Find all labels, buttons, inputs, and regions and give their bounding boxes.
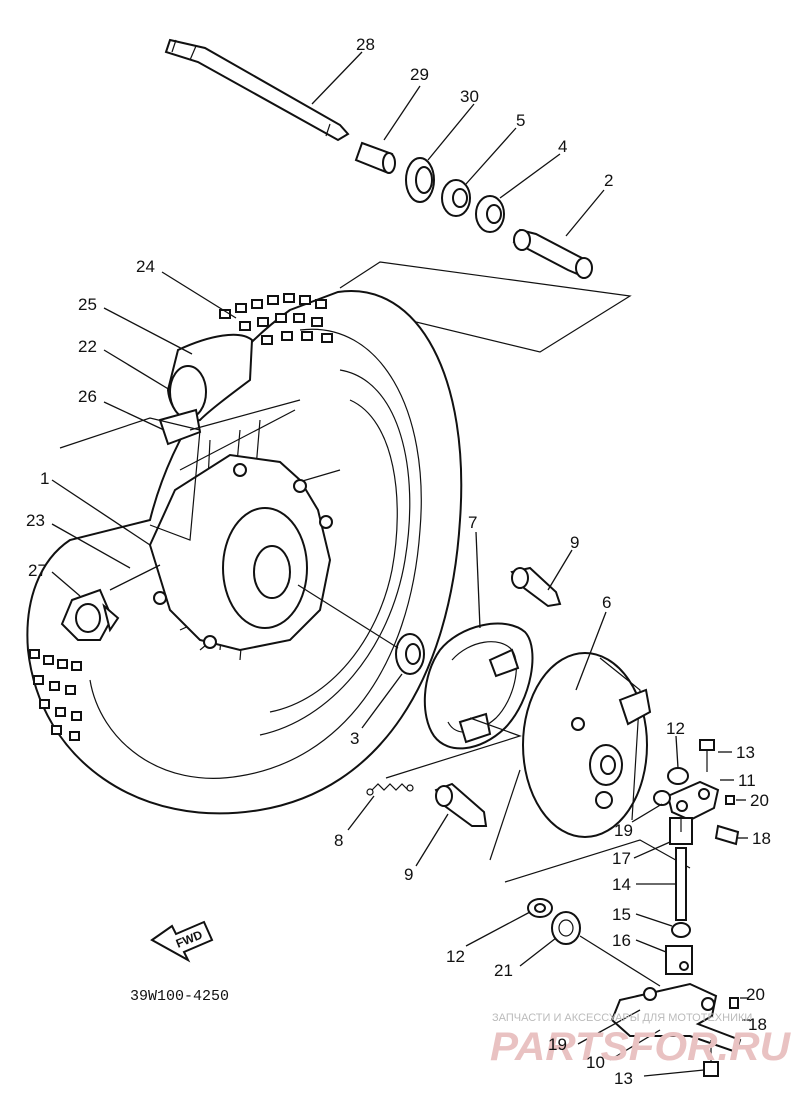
- callout-23: 23: [26, 511, 45, 530]
- tread-left: [29, 649, 82, 741]
- callout-14: 14: [612, 875, 631, 894]
- callout-20-bottom: 20: [746, 985, 765, 1004]
- assembly-bracket-top: [339, 261, 632, 353]
- pin-20b: [729, 997, 739, 1009]
- brake-lever: [610, 982, 742, 1054]
- callout-20-top: 20: [750, 791, 769, 810]
- spring: [366, 783, 414, 796]
- hub: [148, 453, 333, 652]
- tread-top: [219, 293, 333, 345]
- callout-18-bottom: 18: [748, 1015, 767, 1034]
- callout-4: 4: [558, 137, 567, 156]
- nut-15: [671, 922, 691, 938]
- camshaft-bottom: [434, 782, 488, 827]
- axle: [164, 38, 350, 142]
- callout-7: 7: [468, 513, 477, 532]
- callout-30: 30: [460, 87, 479, 106]
- callout-5: 5: [516, 111, 525, 130]
- assembly-bracket-left: [59, 417, 201, 541]
- callout-19-bottom: 19: [548, 1035, 567, 1054]
- washer-19a: [653, 790, 671, 806]
- bolt-18a: [714, 824, 740, 846]
- callout-19-top: 19: [614, 821, 633, 840]
- bearing-5: [441, 179, 471, 217]
- callout-labels: 28 29 30 5 4 2 24 25 22 26 1 23 27 7 9 6…: [26, 35, 771, 1088]
- bearing-4: [475, 195, 505, 233]
- callout-10: 10: [586, 1053, 605, 1072]
- callout-1: 1: [40, 469, 49, 488]
- callout-13-top: 13: [736, 743, 755, 762]
- oil-seal: [405, 157, 435, 203]
- callout-16: 16: [612, 931, 631, 950]
- watermark-caption: ЗАПЧАСТИ И АКСЕССУАРЫ ДЛЯ МОТОТЕХНИКИ: [492, 1012, 752, 1024]
- callout-28: 28: [356, 35, 375, 54]
- fwd-arrow-icon: FWD: [150, 920, 214, 963]
- callout-3: 3: [350, 729, 359, 748]
- callout-2: 2: [604, 171, 613, 190]
- bolt-13a: [699, 739, 715, 772]
- pin-20a: [725, 795, 735, 805]
- diagram-code: 39W100-4250: [130, 988, 229, 1005]
- callout-12-bottom: 12: [446, 947, 465, 966]
- joint-17: [669, 817, 693, 845]
- valve-stem: [109, 564, 161, 591]
- spacer: [512, 228, 593, 279]
- callout-26: 26: [78, 387, 97, 406]
- rod-14: [675, 847, 687, 921]
- brake-panel: [522, 652, 652, 838]
- callout-6: 6: [602, 593, 611, 612]
- watermark-brand: PARTSFOR.RU: [490, 1025, 791, 1069]
- callout-9-bottom: 9: [404, 865, 413, 884]
- callout-21: 21: [494, 961, 513, 980]
- bearing-3: [297, 584, 425, 675]
- cam-lever: [666, 780, 720, 822]
- callout-13-bottom: 13: [614, 1069, 633, 1088]
- callout-15: 15: [612, 905, 631, 924]
- callout-22: 22: [78, 337, 97, 356]
- brake-shoe: [423, 622, 534, 750]
- washer-12b: [527, 898, 553, 918]
- callout-17: 17: [612, 849, 631, 868]
- callout-25: 25: [78, 295, 97, 314]
- bolt-13b: [703, 1040, 719, 1077]
- camshaft-top: [510, 566, 562, 608]
- callout-9-top: 9: [570, 533, 579, 552]
- callout-18-top: 18: [752, 829, 771, 848]
- collar: [354, 141, 396, 174]
- callout-12-top: 12: [666, 719, 685, 738]
- spring-21: [551, 911, 661, 987]
- callout-8: 8: [334, 831, 343, 850]
- callout-27: 27: [28, 561, 47, 580]
- callout-24: 24: [136, 257, 155, 276]
- assembly-bracket-brake: [385, 717, 691, 883]
- callout-29: 29: [410, 65, 429, 84]
- leader-lines: [51, 51, 750, 1077]
- callout-11: 11: [738, 771, 756, 790]
- joint-16: [665, 945, 693, 975]
- watermark: ЗАПЧАСТИ И АКСЕССУАРЫ ДЛЯ МОТОТЕХНИКИ PA…: [490, 1012, 791, 1069]
- washer-12a: [667, 767, 689, 785]
- valve-cap: [60, 588, 120, 641]
